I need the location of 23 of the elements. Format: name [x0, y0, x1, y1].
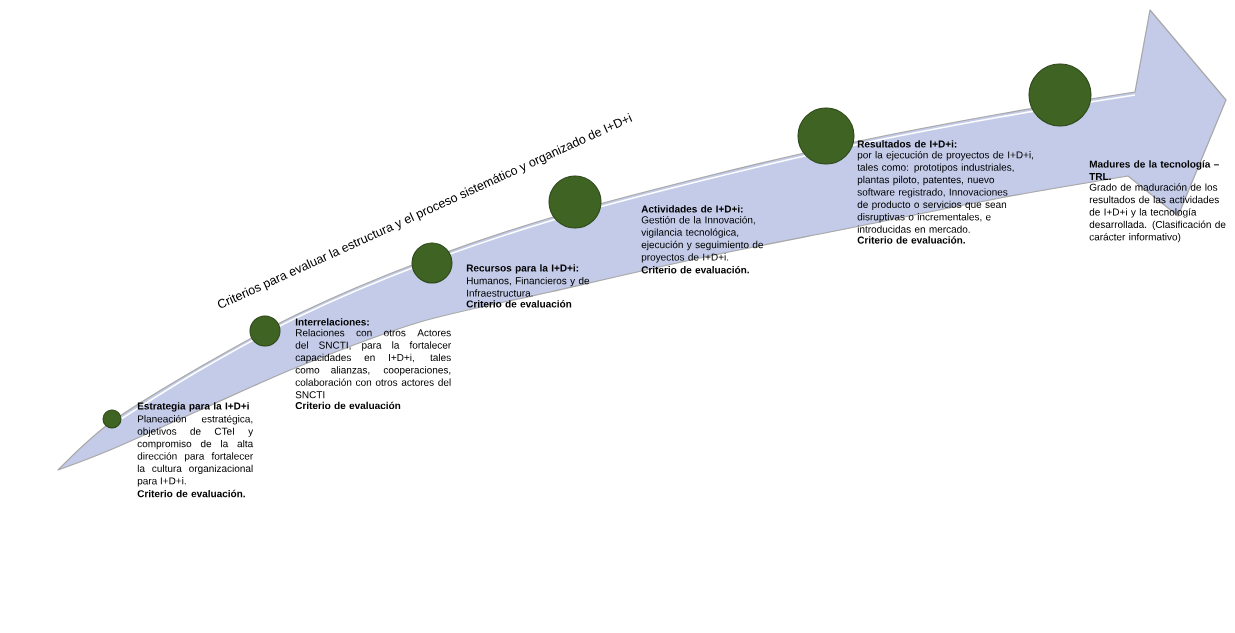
stage-description: Planeación estratégica, objetivos de CTeI y compromiso de la alta dirección para fortalecer la cultura organizacional para I+D+i. — [137, 414, 254, 487]
stage-heading: Resultados de I+D+i: — [857, 140, 957, 148]
stage-heading: Madures de la tecnología – TRL. — [1089, 160, 1219, 180]
criterion-label: Criterio de evaluación — [466, 300, 572, 308]
criterion-label: Criterio de evaluación — [295, 401, 401, 410]
stage-description: Humanos, Financieros y de Infraestructura. — [467, 276, 590, 297]
circle-marker — [548, 175, 602, 229]
circle-marker — [102, 409, 122, 429]
stage-description: Relaciones con otros Actores del SNCTI, para la fortalecer capacidades en I+D+i, tales como alianzas, cooperaciones, colaboración con otros actores del SNCTI — [295, 328, 451, 399]
stage-description: Grado de maduración de los resultados de las actividades de I+D+i y la tecnología desarrollada. (Clasificación de carácter informativo) — [1089, 183, 1226, 243]
circle-marker — [797, 107, 855, 165]
stage-heading: Estrategia para la I+D+i — [137, 402, 249, 412]
stage-heading: Recursos para la I+D+i: — [466, 264, 579, 274]
criterion-label: Criterio de evaluación. — [857, 236, 965, 244]
stage-description: Gestión de la Innovación, vigilancia tecnológica, ejecución y seguimiento de proyectos de I+D+i. — [641, 215, 763, 263]
stage-description: por la ejecución de proyectos de I+D+i, tales como: prototipos industriales, plantas piloto, patentes, nuevo software registrado, Innovaciones de producto o servicios que sean disruptivas o incrementales, e introducidas en mercado. — [857, 150, 1034, 233]
circle-marker — [249, 315, 281, 347]
criterion-label: Criterio de evaluación. — [137, 489, 245, 498]
stage-heading: Interrelaciones: — [295, 318, 369, 326]
circle-marker — [1028, 63, 1092, 127]
stage-heading: Actividades de I+D+i: — [641, 205, 743, 213]
circle-marker — [411, 242, 453, 284]
criterion-label: Criterio de evaluación. — [641, 266, 749, 274]
